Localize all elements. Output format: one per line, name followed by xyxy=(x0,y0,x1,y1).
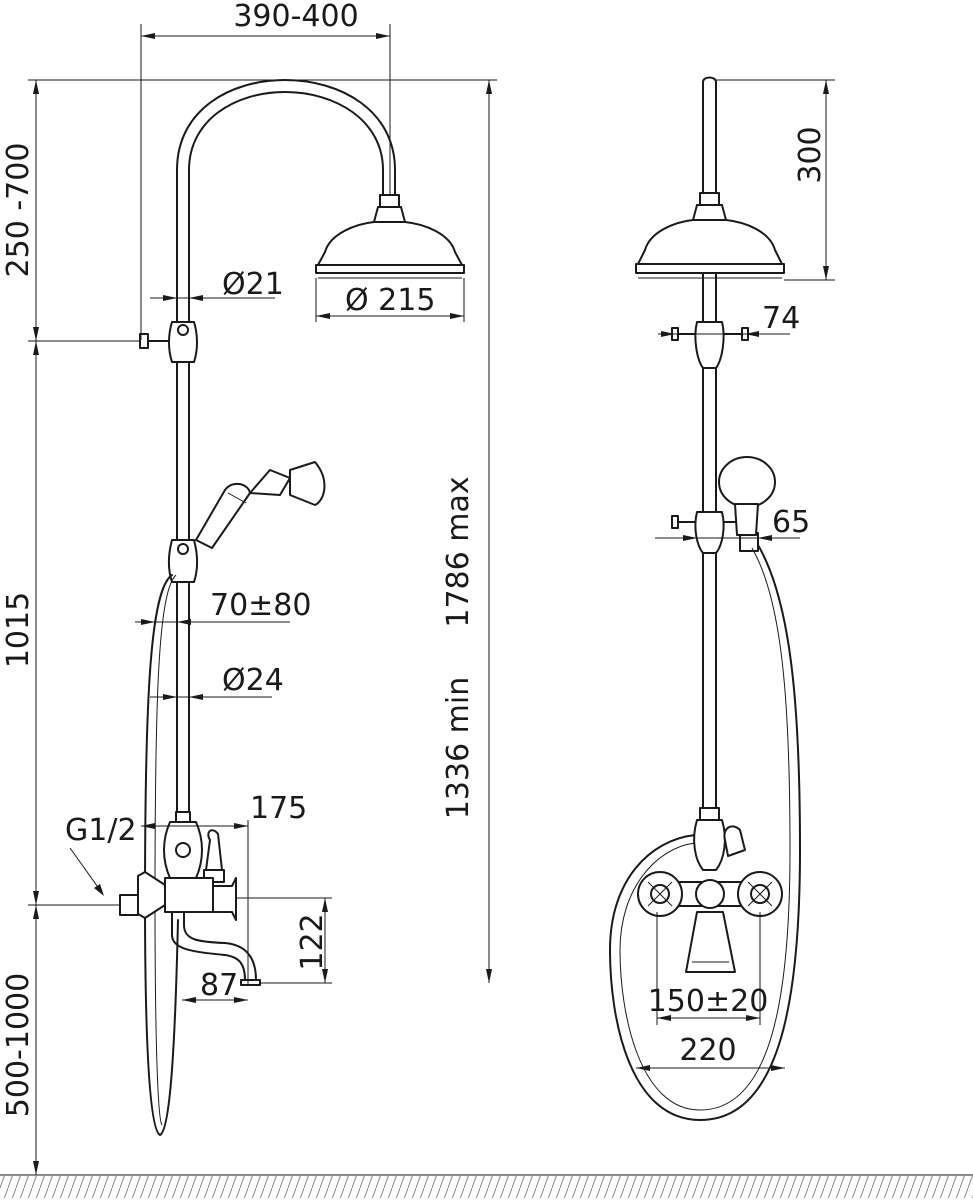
dim-top-height: 250 -700 xyxy=(1,79,285,1175)
label-centers: 150±20 xyxy=(648,984,769,1019)
label-spout-reach: 87 xyxy=(200,968,238,1003)
label-mount-height: 500-1000 xyxy=(1,973,36,1117)
label-head-dia: Ø 215 xyxy=(345,283,435,318)
dim-mount-height: 500-1000 xyxy=(1,973,39,1175)
label-bracket-width: 74 xyxy=(762,301,800,336)
label-pipe-dia-top: Ø21 xyxy=(222,267,284,302)
front-hose xyxy=(609,544,801,1121)
dim-head-height: 300 xyxy=(716,79,835,281)
wall-bracket-upper xyxy=(139,321,198,363)
label-holder-offset: 70±80 xyxy=(210,588,311,623)
floor xyxy=(0,1174,973,1198)
dim-thread: G1/2 xyxy=(65,813,137,896)
dim-holder-width: 65 xyxy=(655,505,810,541)
dim-head-dia: Ø 215 xyxy=(315,278,465,322)
dim-holder-offset: 70±80 xyxy=(135,588,311,625)
label-mid-height: 1015 xyxy=(1,592,36,668)
label-holder-width: 65 xyxy=(772,505,810,540)
front-bath-mixer xyxy=(637,807,783,973)
label-arm-reach: 390-400 xyxy=(233,0,358,34)
label-mixer-depth: 175 xyxy=(250,791,307,826)
dim-total-height: 1786 max 1336 min xyxy=(285,79,497,983)
bath-mixer xyxy=(119,811,261,986)
front-view: 300 74 65 150±20 xyxy=(609,76,835,1121)
dim-arm-reach: 390-400 xyxy=(140,0,391,340)
label-max-height: 1786 max xyxy=(441,476,476,627)
dim-spout-reach: 87 xyxy=(182,968,248,1003)
label-min-height: 1336 min xyxy=(441,677,476,819)
side-view: 390-400 250 -700 1015 500-1000 xyxy=(1,0,497,1175)
dim-mixer-depth: 175 xyxy=(141,791,307,985)
dim-mixer-width: 220 xyxy=(636,1033,785,1071)
label-pipe-dia-bottom: Ø24 xyxy=(222,663,284,698)
label-mixer-width: 220 xyxy=(679,1033,736,1068)
front-riser-pipe xyxy=(702,76,717,821)
hand-shower xyxy=(195,461,326,549)
label-top-height: 250 -700 xyxy=(1,143,36,278)
dim-mid-height: 1015 xyxy=(1,592,120,919)
dim-bracket-width: 74 xyxy=(658,301,800,337)
hand-shower-holder xyxy=(168,539,198,583)
gooseneck-arm xyxy=(176,79,396,196)
riser-pipe xyxy=(176,169,190,821)
dim-pipe-dia-top: Ø21 xyxy=(150,267,284,302)
front-hand-shower xyxy=(718,456,776,536)
dim-spout-drop: 122 xyxy=(236,897,332,984)
label-spout-drop: 122 xyxy=(295,913,330,970)
label-head-height: 300 xyxy=(793,126,828,183)
front-wall-bracket-upper xyxy=(671,321,749,369)
front-shower-head xyxy=(635,192,785,279)
dim-pipe-dia-bottom: Ø24 xyxy=(150,663,284,700)
label-thread: G1/2 xyxy=(65,813,137,848)
overhead-shower-head xyxy=(315,194,465,279)
dim-centers: 150±20 xyxy=(648,912,769,1025)
